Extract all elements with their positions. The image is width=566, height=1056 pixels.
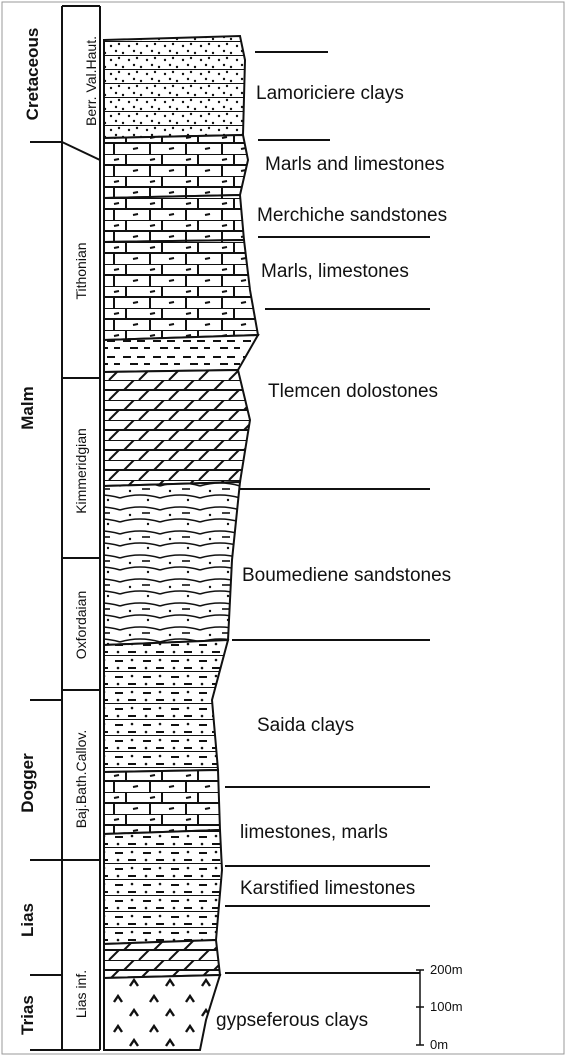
period-label-lias: Lias [18, 880, 38, 960]
scale-tick-0m: 0m [430, 1037, 448, 1052]
lithology-column [104, 36, 258, 1050]
layer-marls-limestones [104, 240, 258, 340]
layer-marls-limestones-upper [104, 135, 248, 198]
unit-label-saida: Saida clays [257, 715, 354, 737]
unit-label-karstified: Karstified limestones [240, 878, 415, 900]
layer-tlemcen-dolo [104, 370, 250, 486]
period-label-malm: Malm [18, 358, 38, 458]
unit-label-marls-limestones-upper: Marls and limestones [265, 154, 445, 176]
stage-label-kimmeridgian: Kimmeridgian [72, 411, 90, 531]
unit-label-tlemcen: Tlemcen dolostones [268, 381, 438, 403]
layer-limestones-marls [104, 770, 220, 834]
unit-label-lamoriciere: Lamoriciere clays [256, 83, 404, 105]
period-label-dogger: Dogger [18, 733, 38, 833]
unit-label-merchiche: Merchiche sandstones [257, 205, 447, 227]
layer-merchiche [104, 195, 244, 242]
stage-label-bajbath: Baj.Bath.Callov. [72, 719, 90, 839]
unit-label-marls-limestones: Marls, limestones [261, 261, 409, 283]
stage-label-tithonian: Tithonian [72, 221, 90, 321]
period-label-cretaceous: Cretaceous [23, 14, 43, 134]
scale-tick-100m: 100m [430, 999, 463, 1014]
layer-boumediene [104, 482, 240, 645]
layer-gypseferous [104, 975, 220, 1050]
stage-label-oxfordian: Oxfordaian [72, 575, 90, 675]
scale-bar [416, 970, 424, 1045]
unit-label-boumediene: Boumediene sandstones [242, 565, 451, 587]
stage-label-liasinf: Lias inf. [72, 954, 90, 1034]
unit-label-gypseferous: gypseferous clays [216, 1010, 368, 1032]
layer-saida [104, 640, 228, 772]
period-label-trias: Trias [18, 975, 38, 1055]
stage-label-berr: Berr. Val.Haut. [82, 21, 100, 141]
scale-tick-200m: 200m [430, 962, 463, 977]
layer-lamoriciere [104, 36, 245, 138]
layer-lias-dolo [104, 940, 220, 978]
layer-karstified [104, 830, 222, 944]
unit-label-limestones-marls: limestones, marls [240, 822, 388, 844]
layer-tlemcen-clay [104, 335, 258, 372]
